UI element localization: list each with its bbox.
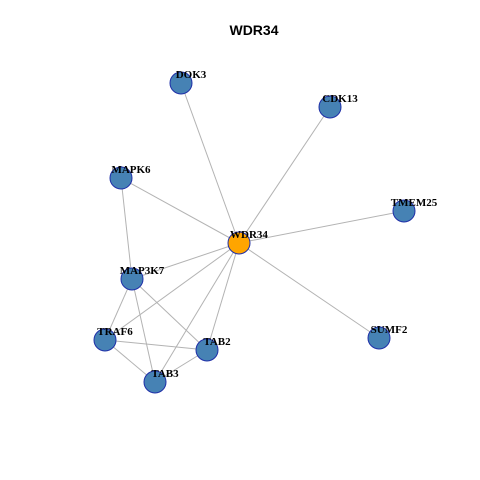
edge-wdr34-tmem25 [238, 210, 405, 244]
node-layer: WDR34 DOK3CDK13MAPK6TMEM25MAP3K7TRAF6TAB2… [93, 69, 438, 394]
node-label-cdk13: CDK13 [322, 93, 358, 105]
node-label-tab2: TAB2 [203, 336, 231, 348]
node-label-wdr34: WDR34 [230, 229, 268, 241]
node-wdr34: WDR34 [227, 229, 268, 255]
graph-title: WDR34 [229, 22, 278, 38]
node-circle-map3k7 [120, 267, 144, 291]
node-label-sumf2: SUMF2 [371, 324, 408, 336]
edge-wdr34-cdk13 [238, 106, 331, 244]
edge-mapk6-map3k7 [120, 177, 133, 280]
node-label-tmem25: TMEM25 [391, 197, 438, 209]
node-circle-tmem25 [392, 199, 416, 223]
edge-wdr34-traf6 [104, 242, 240, 341]
node-map3k7: MAP3K7 [120, 265, 165, 291]
node-label-map3k7: MAP3K7 [120, 265, 165, 277]
node-label-mapk6: MAPK6 [111, 164, 151, 176]
edge-wdr34-sumf2 [238, 242, 380, 339]
edge-wdr34-map3k7 [131, 242, 240, 280]
edge-wdr34-mapk6 [120, 177, 240, 244]
node-circle-dok3 [169, 71, 193, 95]
node-label-tab3: TAB3 [151, 368, 179, 380]
node-circle-mapk6 [109, 166, 133, 190]
node-traf6: TRAF6 [93, 326, 133, 352]
node-tab2: TAB2 [195, 336, 231, 362]
node-dok3: DOK3 [169, 69, 207, 95]
node-tab3: TAB3 [143, 368, 179, 394]
edge-wdr34-tab2 [206, 242, 240, 351]
node-cdk13: CDK13 [318, 93, 358, 119]
edge-wdr34-tab3 [154, 242, 240, 383]
node-circle-tab2 [195, 338, 219, 362]
node-sumf2: SUMF2 [367, 324, 408, 350]
edge-traf6-tab2 [104, 339, 208, 351]
node-circle-sumf2 [367, 326, 391, 350]
edge-map3k7-tab3 [131, 278, 156, 383]
node-tmem25: TMEM25 [391, 197, 438, 223]
node-mapk6: MAPK6 [109, 164, 151, 190]
edge-wdr34-dok3 [180, 82, 240, 244]
node-circle-traf6 [93, 328, 117, 352]
node-circle-tab3 [143, 370, 167, 394]
node-label-dok3: DOK3 [176, 69, 207, 81]
node-label-traf6: TRAF6 [97, 326, 133, 338]
edge-map3k7-tab2 [131, 278, 208, 351]
node-circle-cdk13 [318, 95, 342, 119]
node-circle-wdr34 [227, 231, 251, 255]
